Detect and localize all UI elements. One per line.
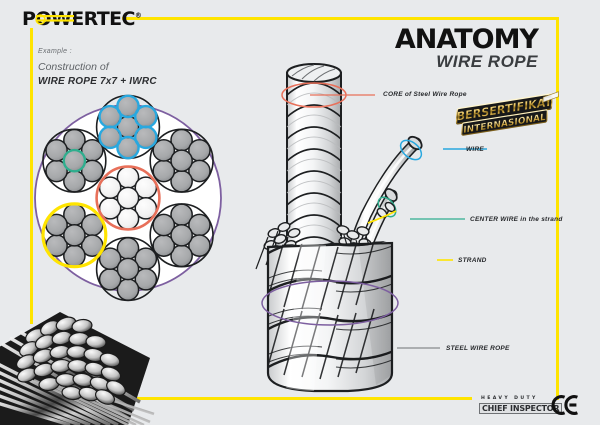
marker-rope-purple [261, 280, 399, 326]
marker-wire-cyan [399, 139, 423, 161]
strand-core-iwrc [95, 165, 161, 231]
strand-top-right [149, 128, 214, 193]
cross-section-diagram [28, 94, 228, 302]
highlight-wires-cyan [98, 94, 158, 160]
footer-chief-inspector: CHIEF INSPECTOR [479, 403, 563, 414]
frame-border-left [30, 28, 33, 324]
highlight-core-red [95, 165, 161, 231]
strand-top [95, 94, 161, 160]
strand-bottom-right [149, 203, 214, 268]
caption-example-label: Example : [38, 48, 72, 55]
logo-text: POWERTEC [22, 8, 135, 30]
strand-top-left [42, 128, 107, 193]
marker-strand-yellow [367, 210, 397, 224]
frame-border-top [122, 17, 559, 20]
powertec-logo: POWERTEC® [22, 8, 142, 30]
callout-wire-label: WIRE [466, 146, 484, 153]
rope-3d-illustration [240, 55, 440, 395]
frame-border-bottom [131, 397, 472, 400]
caption-line-1: Construction of [38, 61, 109, 73]
callout-strand-label: STRAND [458, 257, 487, 264]
callout-steel-wire-rope-label: STEEL WIRE ROPE [446, 345, 510, 352]
logo-registered-mark: ® [134, 11, 142, 20]
rope-body [261, 210, 399, 393]
caption-line-2: WIRE ROPE 7x7 + IWRC [38, 76, 157, 87]
callout-core-label: CORE of Steel Wire Rope [383, 91, 467, 98]
strand-bottom [95, 236, 161, 302]
page-subtitle: WIRE ROPE [436, 52, 538, 71]
page-title: ANATOMY [394, 24, 539, 55]
footer-heavy-duty: HEAVY DUTY [481, 396, 538, 401]
frame-border-right [556, 17, 559, 400]
strand-bottom-left [41, 202, 108, 269]
highlight-strand-yellow [41, 202, 108, 269]
ce-mark-icon [551, 395, 578, 415]
callout-center-wire-label: CENTER WIRE in the strand [470, 216, 563, 223]
highlight-center-wire-green [62, 148, 87, 173]
wire-rope-photo [0, 300, 180, 425]
